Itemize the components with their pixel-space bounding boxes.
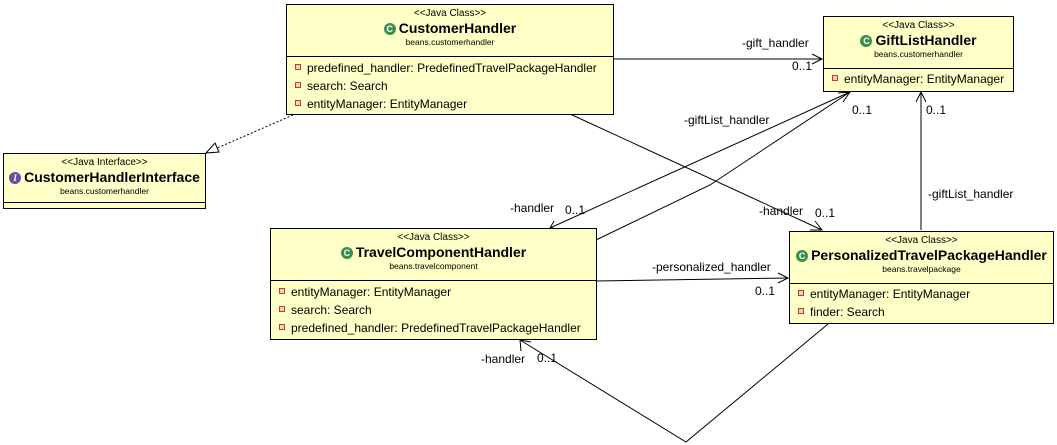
role-label-personalized-handler: -personalized_handler [652, 260, 771, 274]
multiplicity-gift-handler: 0..1 [792, 59, 813, 73]
class-icon: C [383, 23, 396, 35]
multiplicity-handler-to-ptph: 0..1 [815, 206, 836, 220]
arrowhead [519, 339, 532, 352]
arrowhead [777, 272, 790, 284]
assoc-tch-giftlist [549, 91, 851, 241]
divider [4, 202, 205, 203]
class-name: TravelComponentHandler [355, 244, 527, 260]
role-label-giftlist-from-ptph: -giftList_handler [928, 187, 1014, 201]
divider [790, 283, 1053, 284]
stereotype: <<Java Interface>> [61, 157, 148, 168]
private-field-icon [798, 308, 804, 314]
class-icon: C [860, 35, 873, 47]
realization-line [207, 114, 294, 153]
package-name: beans.customerhandler [60, 186, 149, 196]
role-label-handler-to-ptph: -handler [759, 204, 804, 218]
stereotype: <<Java Class>> [413, 8, 487, 19]
private-field-icon [279, 306, 285, 312]
private-field-icon [279, 324, 285, 330]
private-field-icon [295, 64, 301, 70]
attribute-row: entityManager: EntityManager [824, 70, 1013, 88]
interface-icon: I [9, 172, 22, 184]
role-label-handler-to-tch: -handler [510, 201, 555, 215]
realization-arrowhead [204, 142, 220, 154]
role-label-gift-handler: -gift_handler [742, 36, 809, 50]
stereotype: <<Java Class>> [882, 20, 955, 31]
arrowhead [915, 90, 927, 103]
package-name: beans.customerhandler [874, 49, 963, 59]
divider [271, 280, 596, 281]
assoc-handler-to-ptph [569, 113, 823, 231]
package-name: beans.travelcomponent [389, 261, 478, 271]
multiplicity-handler-bottom: 0..1 [537, 351, 558, 365]
multiplicity-giftlist-from-ptph: 0..1 [926, 103, 947, 117]
private-field-icon [832, 75, 838, 81]
interface-name: CustomerHandlerInterface [24, 169, 200, 185]
class-icon: C [340, 247, 353, 259]
multiplicity-personalized-handler: 0..1 [755, 284, 776, 298]
attribute-row: search: Search [287, 77, 613, 95]
private-field-icon [798, 290, 804, 296]
class-name: GiftListHandler [875, 32, 977, 48]
package-name: beans.travelpackage [882, 264, 961, 274]
attribute-row: entityManager: EntityManager [790, 285, 1053, 303]
assoc-handler-bottom [519, 323, 829, 443]
stereotype: <<Java Class>> [397, 232, 470, 243]
attribute-row: search: Search [271, 301, 596, 319]
private-field-icon [295, 82, 301, 88]
arrowhead [811, 53, 824, 65]
assoc-personalized-handler [595, 277, 789, 282]
attribute-row: entityManager: EntityManager [287, 95, 613, 113]
attribute-row: finder: Search [790, 303, 1053, 321]
stereotype: <<Java Class>> [885, 235, 958, 246]
package-name: beans.customerhandler [405, 37, 495, 47]
attribute-row: predefined_handler: PredefinedTravelPack… [287, 59, 613, 77]
arrowhead [837, 91, 852, 103]
attribute-row: predefined_handler: PredefinedTravelPack… [271, 319, 596, 337]
arrowhead [810, 220, 824, 231]
class-name: PersonalizedTravelPackageHandler [811, 247, 1047, 263]
divider [824, 68, 1013, 69]
class-name: CustomerHandler [398, 20, 517, 36]
class-icon: C [796, 250, 809, 262]
private-field-icon [295, 100, 301, 106]
attribute-row: entityManager: EntityManager [271, 283, 596, 301]
divider [287, 56, 613, 57]
multiplicity-giftlist-from-tch: 0..1 [852, 103, 873, 117]
role-label-giftlist-from-tch: -giftList_handler [684, 113, 770, 127]
multiplicity-handler-to-tch: 0..1 [565, 203, 586, 217]
role-label-handler-bottom: -handler [481, 352, 526, 366]
private-field-icon [279, 288, 285, 294]
